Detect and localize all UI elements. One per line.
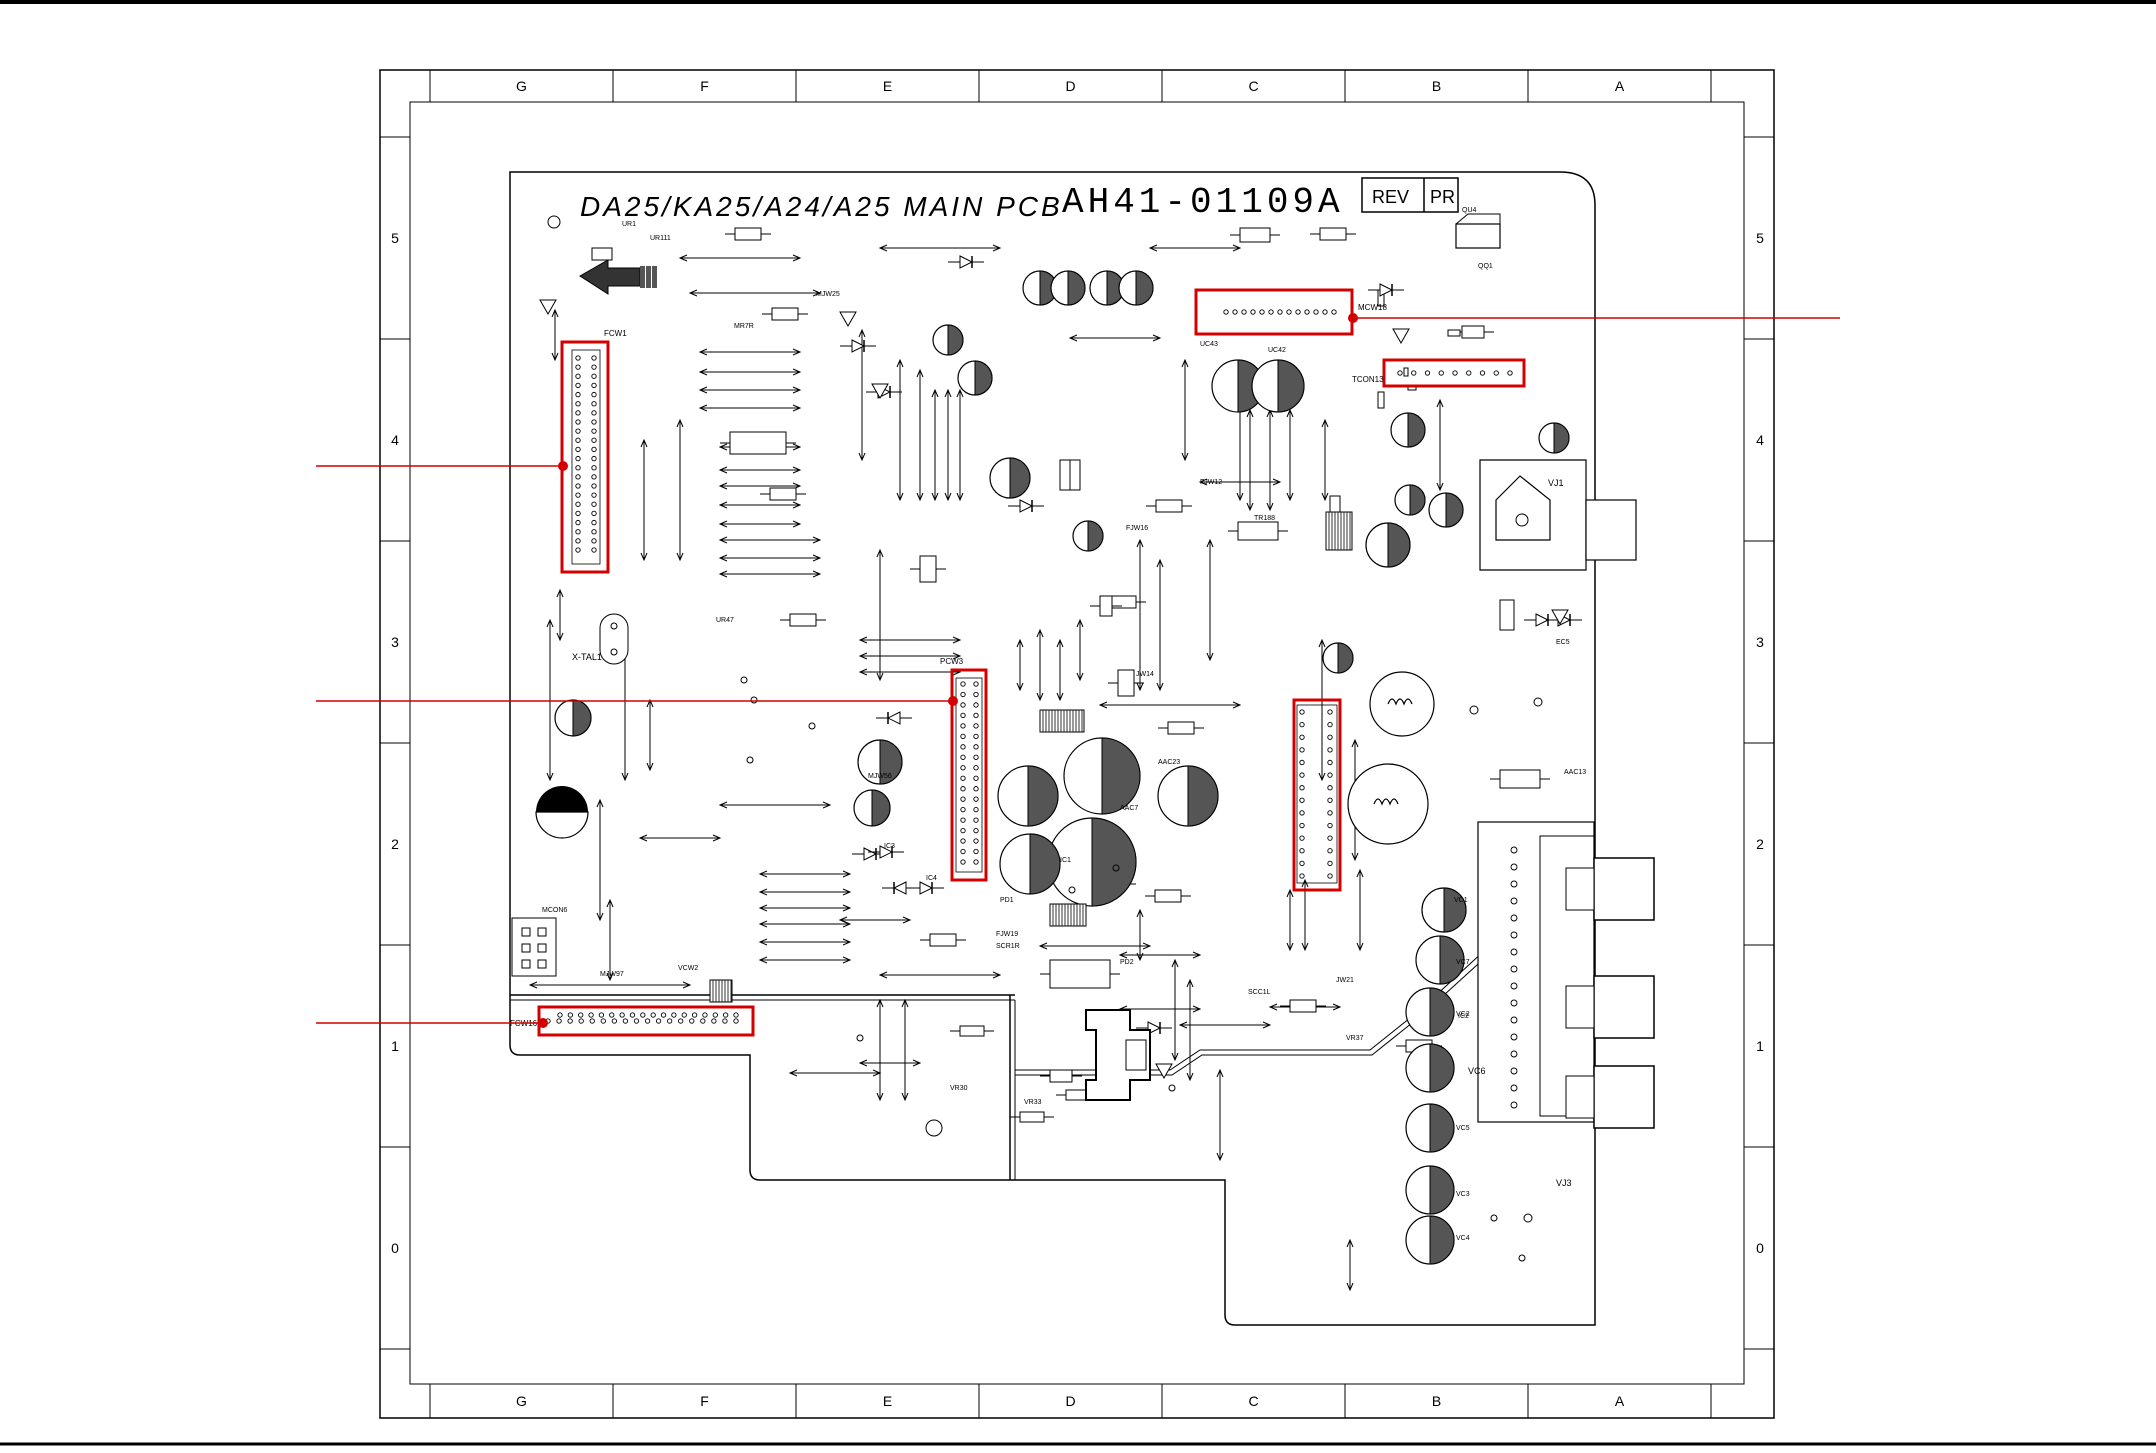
svg-text:AAC7: AAC7 [1120, 805, 1138, 812]
svg-text:VR37: VR37 [1346, 1035, 1364, 1042]
grid-row-label: 0 [1756, 1240, 1764, 1256]
grid-row-label: 5 [391, 230, 399, 246]
grid-col-label: F [700, 1393, 709, 1409]
svg-text:PD1: PD1 [1000, 897, 1014, 904]
board-components: UR1UR111MJW25MR7RMJW56MJW97UR47VR30VR33V… [511, 207, 1655, 1292]
svg-text:AAC13: AAC13 [1564, 769, 1586, 776]
grid-row-label: 1 [1756, 1038, 1764, 1054]
svg-text:JW21: JW21 [1336, 977, 1354, 984]
svg-text:SCC1L: SCC1L [1248, 989, 1271, 996]
grid-col-label: A [1615, 1393, 1625, 1409]
grid-col-label: D [1065, 78, 1075, 94]
svg-text:VC2: VC2 [1456, 1011, 1470, 1018]
svg-text:VC5: VC5 [1456, 1125, 1470, 1132]
outer-frame [379, 69, 1775, 1419]
svg-text:MJW25: MJW25 [816, 291, 840, 298]
svg-text:MCW18: MCW18 [1358, 303, 1387, 312]
grid-col-label: C [1248, 78, 1258, 94]
svg-text:UR47: UR47 [716, 617, 734, 624]
grid-row-label: 2 [391, 836, 399, 852]
grid-row-label: 3 [391, 634, 399, 650]
grid-row-label: 4 [1756, 432, 1764, 448]
svg-text:VR30: VR30 [950, 1085, 968, 1092]
svg-text:PD2: PD2 [1120, 959, 1134, 966]
svg-text:MJW56: MJW56 [868, 773, 892, 780]
svg-text:MJW97: MJW97 [600, 971, 624, 978]
pr-label: PR [1430, 187, 1455, 207]
svg-text:UR111: UR111 [650, 235, 671, 242]
svg-text:VR33: VR33 [1024, 1099, 1042, 1106]
svg-text:VC3: VC3 [1456, 1191, 1470, 1198]
svg-text:UR1: UR1 [622, 221, 636, 228]
svg-text:EC5: EC5 [1556, 639, 1570, 646]
rev-box [1361, 177, 1459, 213]
svg-text:IC2: IC2 [1458, 1013, 1469, 1020]
grid-col-label: E [883, 78, 892, 94]
grid-col-label: G [516, 1393, 527, 1409]
svg-text:TR188: TR188 [1254, 515, 1275, 522]
grid-col-label: B [1432, 78, 1441, 94]
svg-text:QQ1: QQ1 [1478, 263, 1493, 270]
column-labels: G G F F E E D D C C B B A A [516, 78, 1625, 1409]
svg-text:UC42: UC42 [1268, 347, 1286, 354]
svg-text:VC7: VC7 [1456, 959, 1470, 966]
grid-row-label: 1 [391, 1038, 399, 1054]
grid-col-label: F [700, 78, 709, 94]
svg-text:JW14: JW14 [1136, 671, 1154, 678]
svg-text:FCW1: FCW1 [604, 329, 627, 338]
svg-text:TCON13: TCON13 [1352, 375, 1384, 384]
cap-vc6-label: VC6 [1468, 1066, 1486, 1076]
svg-text:VC1: VC1 [1454, 897, 1468, 904]
grid-col-label: C [1248, 1393, 1258, 1409]
connector-pcw3: PCW3 [316, 657, 988, 882]
connector-fcw16: FCW16 [316, 1005, 755, 1037]
crystal-label: X-TAL1 [572, 652, 602, 662]
row-labels: 5 5 4 4 3 3 2 2 1 1 0 0 [391, 230, 1764, 1256]
connector-mcw18: MCW18 [1194, 288, 1840, 336]
grid-col-label: D [1065, 1393, 1075, 1409]
svg-text:AAC23: AAC23 [1158, 759, 1180, 766]
grid-row-label: 3 [1756, 634, 1764, 650]
grid-row-label: 4 [391, 432, 399, 448]
svg-text:VCW2: VCW2 [678, 965, 698, 972]
connector-cn-right [1292, 698, 1342, 892]
grid-col-label: G [516, 78, 527, 94]
connector-fcw1: FCW1 [316, 329, 627, 574]
svg-text:QU4: QU4 [1462, 207, 1477, 214]
jack-vj3-label: VJ3 [1556, 1178, 1572, 1188]
board-title: DA25/KA25/A24/A25 MAIN PCB [580, 191, 1063, 222]
grid-col-label: B [1432, 1393, 1441, 1409]
svg-text:IC1: IC1 [1060, 857, 1071, 864]
connector-tcon13: TCON13 [1352, 358, 1526, 388]
grid-row-label: 5 [1756, 230, 1764, 246]
board-outline [509, 171, 1596, 1326]
svg-text:IC3: IC3 [884, 843, 895, 850]
svg-text:FJW19: FJW19 [996, 931, 1018, 938]
svg-text:FJW12: FJW12 [1200, 479, 1222, 486]
jack-vj1-label: VJ1 [1548, 478, 1564, 488]
column-ticks [429, 70, 1712, 1418]
svg-text:IC4: IC4 [926, 875, 937, 882]
grid-row-label: 0 [391, 1240, 399, 1256]
board-part-number: AH41-01109A [1062, 182, 1344, 223]
svg-text:FJW16: FJW16 [1126, 525, 1148, 532]
rev-label: REV [1372, 187, 1409, 207]
grid-row-label: 2 [1756, 836, 1764, 852]
svg-text:UC43: UC43 [1200, 341, 1218, 348]
svg-text:MR7R: MR7R [734, 323, 754, 330]
grid-col-label: E [883, 1393, 892, 1409]
row-ticks [380, 136, 1774, 1350]
svg-text:VC4: VC4 [1456, 1235, 1470, 1242]
grid-col-label: A [1615, 78, 1625, 94]
svg-text:MCON6: MCON6 [542, 907, 567, 914]
svg-text:PCW3: PCW3 [940, 657, 964, 666]
svg-text:SCR1R: SCR1R [996, 943, 1020, 950]
